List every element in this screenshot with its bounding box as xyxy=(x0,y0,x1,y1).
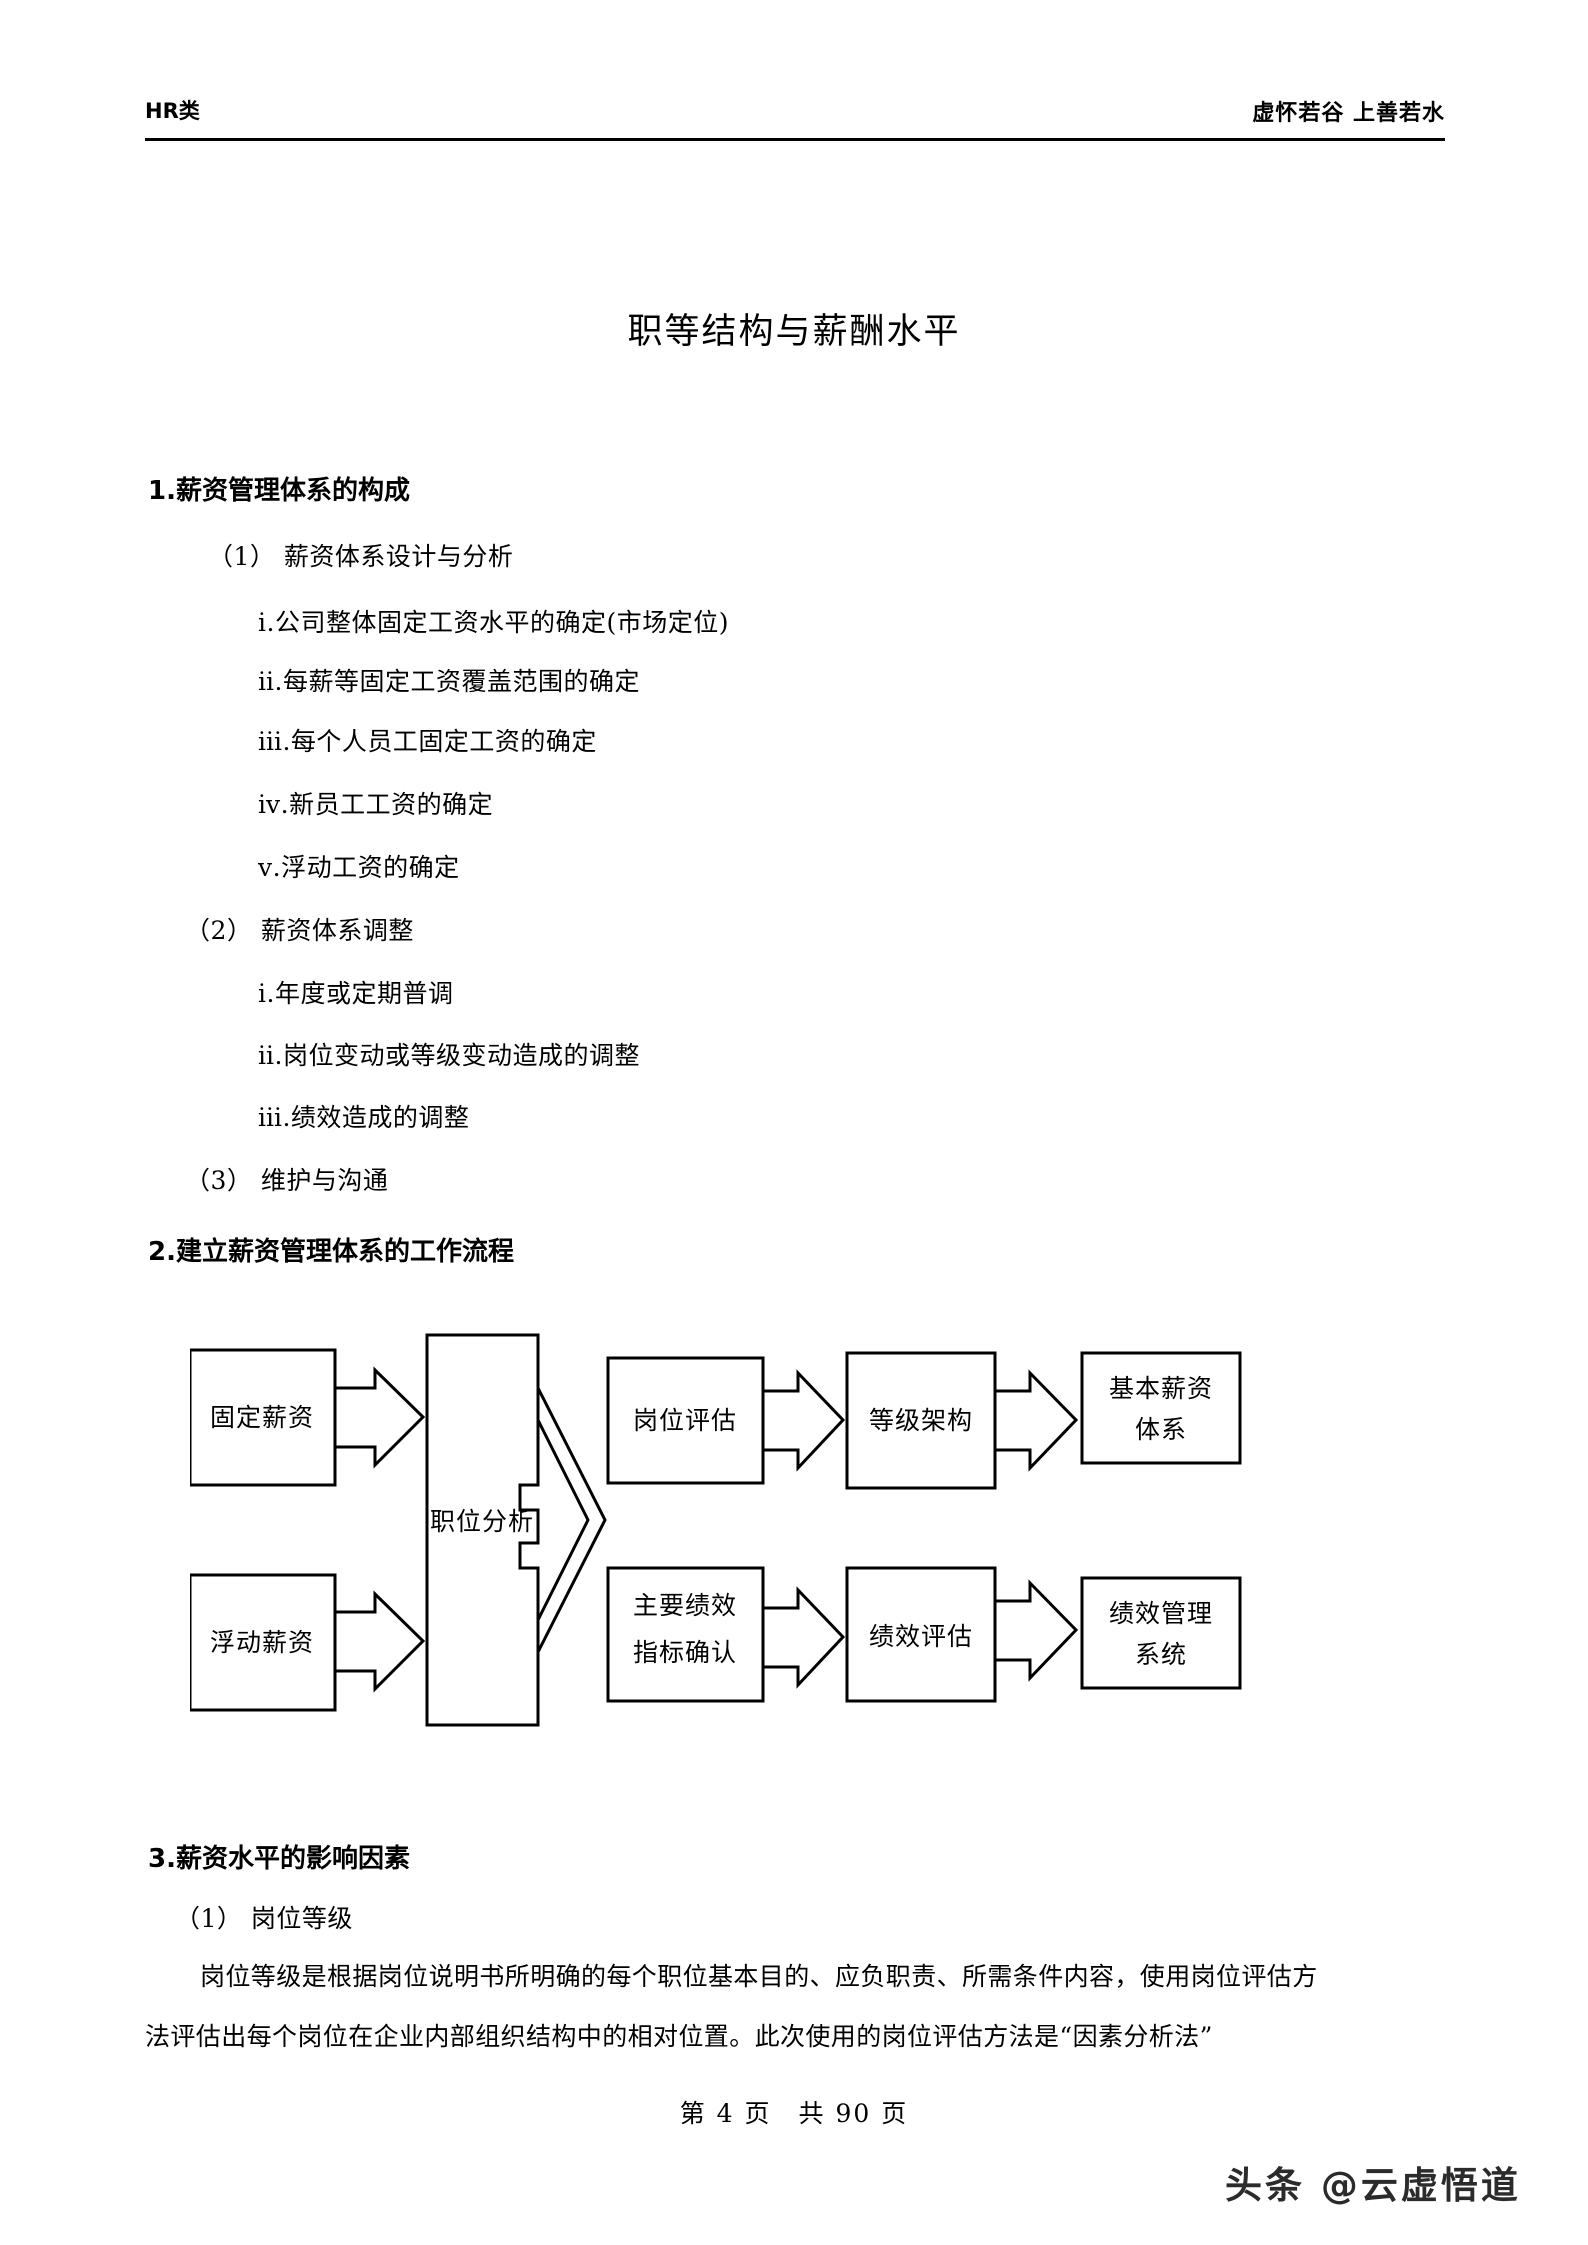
node-label-perf-mgmt-system-line1: 绩效管理 xyxy=(1109,1599,1213,1628)
section-3-group-1-label: （1） 岗位等级 xyxy=(175,1904,353,1933)
node-perf-mgmt-system-box xyxy=(1080,1576,1242,1690)
workflow-diagram: 固定薪资 浮动薪资 职位分析 岗位评估 等级架构 基本薪资 体系 主要绩效 指标… xyxy=(190,1325,1440,1745)
node-label-kpi-confirm-line2: 指标确认 xyxy=(633,1638,737,1667)
section-heading-3: 3.薪资水平的影响因素 xyxy=(148,1844,410,1874)
node-label-variable-pay: 浮动薪资 xyxy=(210,1628,314,1657)
node-job-analysis-box xyxy=(425,1333,540,1727)
arrow-variable-to-analysis xyxy=(333,1590,426,1693)
node-label-kpi-confirm-line1: 主要绩效 xyxy=(633,1591,737,1620)
page-footer: 第 4 页 共 90 页 xyxy=(679,2099,909,2128)
header-right-text: 虚怀若谷 上善若水 xyxy=(1252,101,1445,126)
node-label-performance-evaluation: 绩效评估 xyxy=(869,1622,973,1651)
header-divider xyxy=(145,138,1445,141)
node-label-job-evaluation: 岗位评估 xyxy=(633,1406,737,1435)
section-heading-1: 1.薪资管理体系的构成 xyxy=(148,476,410,506)
node-label-fixed-pay: 固定薪资 xyxy=(210,1403,314,1432)
page-header: HR类 虚怀若谷 上善若水 xyxy=(145,95,1445,155)
node-label-base-pay-system-line1: 基本薪资 xyxy=(1109,1374,1213,1403)
section-1-group-1-item-1: ⅰ.公司整体固定工资水平的确定(市场定位) xyxy=(258,608,729,637)
arrow-kpi-to-perf-eval xyxy=(761,1586,846,1689)
section-heading-2: 2.建立薪资管理体系的工作流程 xyxy=(148,1237,514,1267)
section-1-group-2-item-3: ⅲ.绩效造成的调整 xyxy=(258,1103,470,1132)
section-1-group-1-item-5: ⅴ.浮动工资的确定 xyxy=(258,853,460,882)
node-label-job-analysis: 职位分析 xyxy=(430,1507,534,1536)
arrow-fixed-to-analysis xyxy=(333,1366,426,1469)
node-label-perf-mgmt-system-line2: 系统 xyxy=(1135,1640,1187,1669)
header-left-text: HR类 xyxy=(145,99,200,123)
node-label-base-pay-system-line2: 体系 xyxy=(1135,1415,1187,1444)
node-label-grade-structure: 等级架构 xyxy=(869,1406,973,1435)
section-1-group-2-item-2: ⅱ.岗位变动或等级变动造成的调整 xyxy=(258,1041,640,1070)
node-base-pay-system-box xyxy=(1080,1351,1242,1465)
section-1-group-1-item-4: ⅳ.新员工工资的确定 xyxy=(258,790,494,819)
body-paragraph-line-1: 岗位等级是根据岗位说明书所明确的每个职位基本目的、应负职责、所需条件内容，使用岗… xyxy=(200,1962,1318,1991)
body-paragraph-line-2: 法评估出每个岗位在企业内部组织结构中的相对位置。此次使用的岗位评估方法是“因素分… xyxy=(145,2022,1213,2051)
node-kpi-confirm-box xyxy=(606,1566,765,1703)
arrow-perf-eval-to-system xyxy=(993,1579,1079,1682)
section-1-group-1-item-2: ⅱ.每薪等固定工资覆盖范围的确定 xyxy=(258,667,640,696)
section-1-group-3-label: （3） 维护与沟通 xyxy=(185,1166,389,1195)
page-title: 职等结构与薪酬水平 xyxy=(627,312,961,352)
arrow-grade-to-basepay xyxy=(993,1369,1079,1472)
section-1-group-2-label: （2） 薪资体系调整 xyxy=(185,916,414,945)
section-1-group-1-label: （1） 薪资体系设计与分析 xyxy=(208,542,514,571)
section-1-group-1-item-3: ⅲ.每个人员工固定工资的确定 xyxy=(258,727,597,756)
arrow-analysis-branch xyxy=(536,1387,607,1653)
arrow-evaluation-to-grade xyxy=(761,1369,846,1472)
watermark: 头条 @云虚悟道 xyxy=(1225,2164,1521,2207)
section-1-group-2-item-1: ⅰ.年度或定期普调 xyxy=(258,979,454,1008)
